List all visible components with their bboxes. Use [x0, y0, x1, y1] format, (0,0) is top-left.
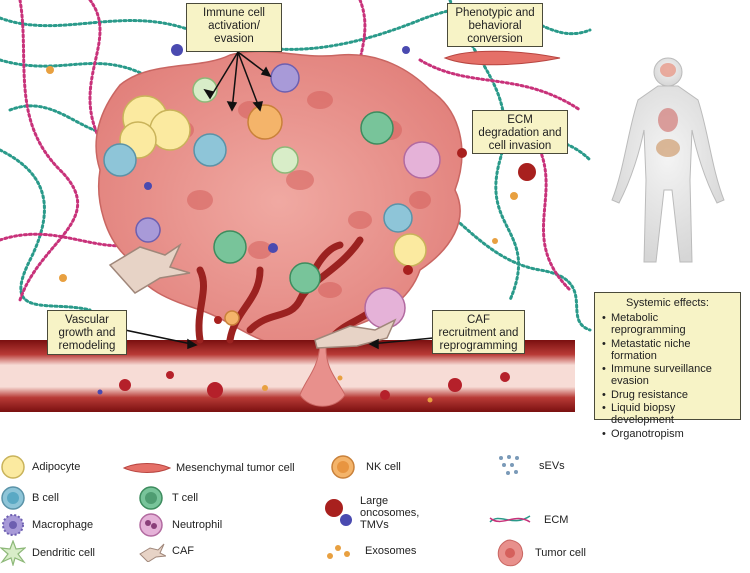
macrophage-icon: [2, 514, 24, 536]
legend-item-ecm: ECM: [488, 510, 568, 530]
legend-label: Dendritic cell: [32, 547, 95, 559]
legend-label: CAF: [172, 545, 194, 557]
callout-immune-cell: Immune cell activation/ evasion: [186, 3, 282, 52]
ecm-icon: [489, 515, 531, 523]
legend-item-sevs: sEVs: [495, 452, 565, 480]
tumor-cell-icon: [497, 539, 524, 567]
dendritic-cell-icon: [0, 540, 26, 566]
legend-label: NK cell: [366, 461, 401, 473]
human-body-illustration: [611, 57, 725, 263]
sev-icon: [499, 455, 519, 475]
adipocyte-icon: [1, 455, 25, 479]
systemic-effects-box: Systemic effects: Metabolic reprogrammin…: [594, 292, 741, 440]
neutrophils: [364, 141, 441, 329]
systemic-effect-item: Organotropism: [602, 428, 734, 441]
legend-item-nk-cell: NK cell: [330, 454, 401, 480]
legend-label: sEVs: [539, 460, 565, 472]
callout-ecm-degradation: ECM degradation and cell invasion: [472, 110, 568, 154]
legend-item-mesenchymal: Mesenchymal tumor cell: [122, 460, 295, 476]
legend-item-caf: CAF: [138, 540, 194, 562]
systemic-effect-item: Immune surveillance evasion: [602, 363, 734, 388]
macrophages: [135, 63, 300, 243]
systemic-effect-item: Metastatic niche formation: [602, 338, 734, 363]
legend-label: Tumor cell: [535, 547, 586, 559]
mesenchymal-cell-icon: [122, 463, 172, 473]
legend-label: ECM: [544, 514, 569, 526]
mesenchymal-tumor-cell: [443, 50, 561, 66]
legend-label: Macrophage: [32, 519, 94, 531]
nk-cell-icon: [331, 455, 355, 479]
systemic-effects-title: Systemic effects:: [626, 297, 709, 309]
legend-item-exosomes: Exosomes: [325, 540, 416, 562]
legend-label: T cell: [172, 492, 199, 504]
legend-item-b-cell: B cell: [0, 485, 59, 511]
legend-item-dendritic-cell: Dendritic cell: [0, 540, 95, 566]
legend-item-large-oncosomes: Large oncosomes, TMVs: [322, 495, 450, 531]
callout-caf-recruitment: CAF recruitment and reprogramming: [432, 310, 525, 354]
legend-item-t-cell: T cell: [138, 485, 198, 511]
exosome-icon: [327, 545, 350, 559]
nk-cells: [224, 104, 283, 326]
neutrophil-icon: [139, 513, 163, 537]
adipocytes: [119, 95, 427, 267]
legend-label: Mesenchymal tumor cell: [176, 462, 295, 474]
arrows: [124, 51, 434, 350]
small-vesicles: [46, 44, 518, 282]
systemic-effect-item: Metabolic reprogramming: [602, 312, 734, 337]
systemic-effect-item: Liquid biopsy development: [602, 402, 734, 427]
callout-phenotypic: Phenotypic and behavioral conversion: [447, 3, 543, 47]
legend-item-tumor-cell: Tumor cell: [495, 538, 586, 568]
systemic-effect-item: Drug resistance: [602, 389, 734, 402]
systemic-effects-list: Metabolic reprogramming Metastatic niche…: [601, 312, 734, 440]
legend-label: Neutrophil: [172, 519, 223, 531]
t-cell-icon: [139, 486, 163, 510]
t-cells: [213, 111, 394, 294]
legend-item-neutrophil: Neutrophil: [138, 512, 222, 538]
legend-label: B cell: [32, 492, 59, 504]
b-cell-icon: [1, 486, 25, 510]
caf-icon: [139, 543, 166, 562]
callout-vascular-growth: Vascular growth and remodeling: [47, 310, 127, 355]
legend-item-macrophage: Macrophage: [0, 512, 93, 538]
b-cells: [103, 133, 413, 233]
legend-label: Exosomes: [365, 545, 417, 557]
large-oncosomes: [214, 148, 536, 324]
large-oncosome-icon: [325, 499, 352, 526]
legend-label: Adipocyte: [32, 461, 81, 473]
legend-item-adipocyte: Adipocyte: [0, 454, 80, 480]
legend-label: Large oncosomes, TMVs: [360, 495, 420, 531]
